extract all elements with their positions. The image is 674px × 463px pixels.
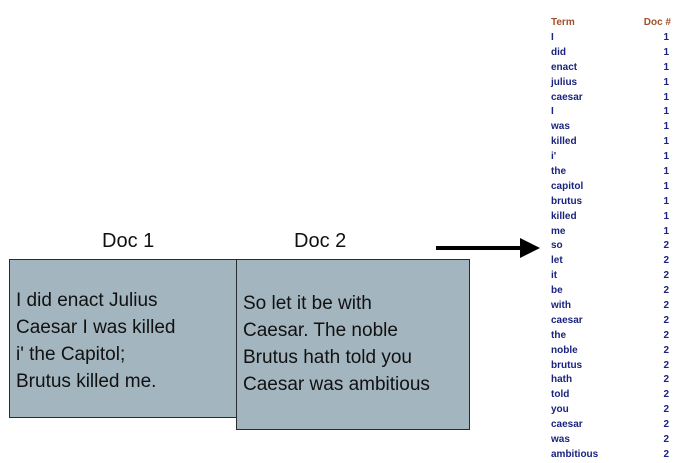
index-term: the [551, 166, 566, 178]
index-row: did 1 [549, 46, 671, 61]
index-term: hath [551, 374, 573, 386]
index-term: enact [551, 61, 578, 73]
index-row: was 1 [549, 120, 671, 135]
index-doc-number: 2 [663, 389, 669, 401]
index-term: caesar [551, 314, 583, 326]
index-term: with [551, 300, 571, 312]
index-doc-number: 1 [663, 166, 669, 178]
index-row: caesar 2 [549, 418, 671, 433]
index-term: it [551, 270, 558, 282]
index-row: with 2 [549, 299, 671, 314]
index-term: I [551, 32, 554, 43]
index-term: ambitious [551, 448, 599, 460]
index-doc-number: 2 [663, 434, 669, 446]
index-term: noble [551, 344, 578, 356]
index-term: told [551, 389, 570, 401]
index-term: i' [551, 151, 557, 163]
index-row: me 1 [549, 225, 671, 240]
index-doc-number: 1 [663, 76, 669, 88]
index-doc-number: 2 [663, 448, 669, 460]
index-term: capitol [551, 180, 584, 192]
index-term: the [551, 329, 566, 341]
index-row: be 2 [549, 284, 671, 299]
index-row: told 2 [549, 388, 671, 403]
term-column-header: Term [551, 17, 575, 28]
index-term: was [551, 121, 570, 133]
index-doc-number: 1 [663, 225, 669, 237]
index-row: caesar 1 [549, 91, 671, 106]
index-row: killed 1 [549, 210, 671, 225]
index-doc-number: 2 [663, 270, 669, 282]
doc2-text-box: So let it be with Caesar. The noble Brut… [236, 259, 470, 430]
doc1-text-box: I did enact Julius Caesar I was killed i… [9, 259, 242, 418]
index-term: killed [551, 136, 577, 148]
index-doc-number: 1 [663, 195, 669, 207]
index-row: you 2 [549, 403, 671, 418]
index-row: ambitious 2 [549, 448, 671, 463]
index-doc-number: 2 [663, 240, 669, 252]
index-header: Term Doc # [549, 16, 671, 30]
index-doc-number: 2 [663, 359, 669, 371]
index-term: brutus [551, 195, 583, 207]
index-doc-number: 2 [663, 344, 669, 356]
index-row: it 2 [549, 269, 671, 284]
index-doc-number: 2 [663, 404, 669, 416]
right-arrow-icon [436, 238, 540, 258]
index-row: julius 1 [549, 76, 671, 91]
index-doc-number: 1 [663, 180, 669, 192]
index-doc-number: 1 [663, 61, 669, 73]
index-row: capitol 1 [549, 180, 671, 195]
index-doc-number: 2 [663, 419, 669, 431]
index-term: killed [551, 210, 577, 222]
index-doc-number: 2 [663, 255, 669, 267]
index-term: me [551, 225, 566, 237]
index-term: you [551, 404, 569, 416]
index-row: hath 2 [549, 373, 671, 388]
index-row: noble 2 [549, 344, 671, 359]
index-term: caesar [551, 419, 583, 431]
index-term: be [551, 285, 563, 297]
index-doc-number: 1 [663, 91, 669, 103]
index-row: so 2 [549, 239, 671, 254]
index-row: brutus 2 [549, 359, 671, 374]
index-row: was 2 [549, 433, 671, 448]
index-doc-number: 1 [663, 32, 669, 43]
index-doc-number: 1 [663, 106, 669, 118]
index-row: killed 1 [549, 135, 671, 150]
index-term: caesar [551, 91, 583, 103]
doc1-title: Doc 1 [102, 230, 155, 252]
index-term: did [551, 46, 566, 58]
index-row: i' 1 [549, 150, 671, 165]
index-term: brutus [551, 359, 583, 371]
index-row: enact 1 [549, 61, 671, 76]
index-row: the 1 [549, 165, 671, 180]
index-term: julius [551, 76, 578, 88]
index-doc-number: 2 [663, 300, 669, 312]
index-term: was [551, 434, 570, 446]
index-row: let 2 [549, 254, 671, 269]
index-row: brutus 1 [549, 195, 671, 210]
index-doc-number: 2 [663, 285, 669, 297]
doc2-title: Doc 2 [294, 230, 347, 252]
index-term: so [551, 240, 563, 252]
index-doc-number: 1 [663, 210, 669, 222]
doc-column-header: Doc # [643, 17, 671, 28]
index-doc-number: 1 [663, 121, 669, 133]
index-row: caesar 2 [549, 314, 671, 329]
index-doc-number: 1 [663, 46, 669, 58]
index-doc-number: 2 [663, 329, 669, 341]
index-row: the 2 [549, 329, 671, 344]
index-term: let [551, 255, 563, 267]
index-term: I [551, 106, 554, 118]
index-doc-number: 1 [663, 151, 669, 163]
index-doc-number: 1 [663, 136, 669, 148]
index-doc-number: 2 [663, 374, 669, 386]
index-doc-number: 2 [663, 314, 669, 326]
